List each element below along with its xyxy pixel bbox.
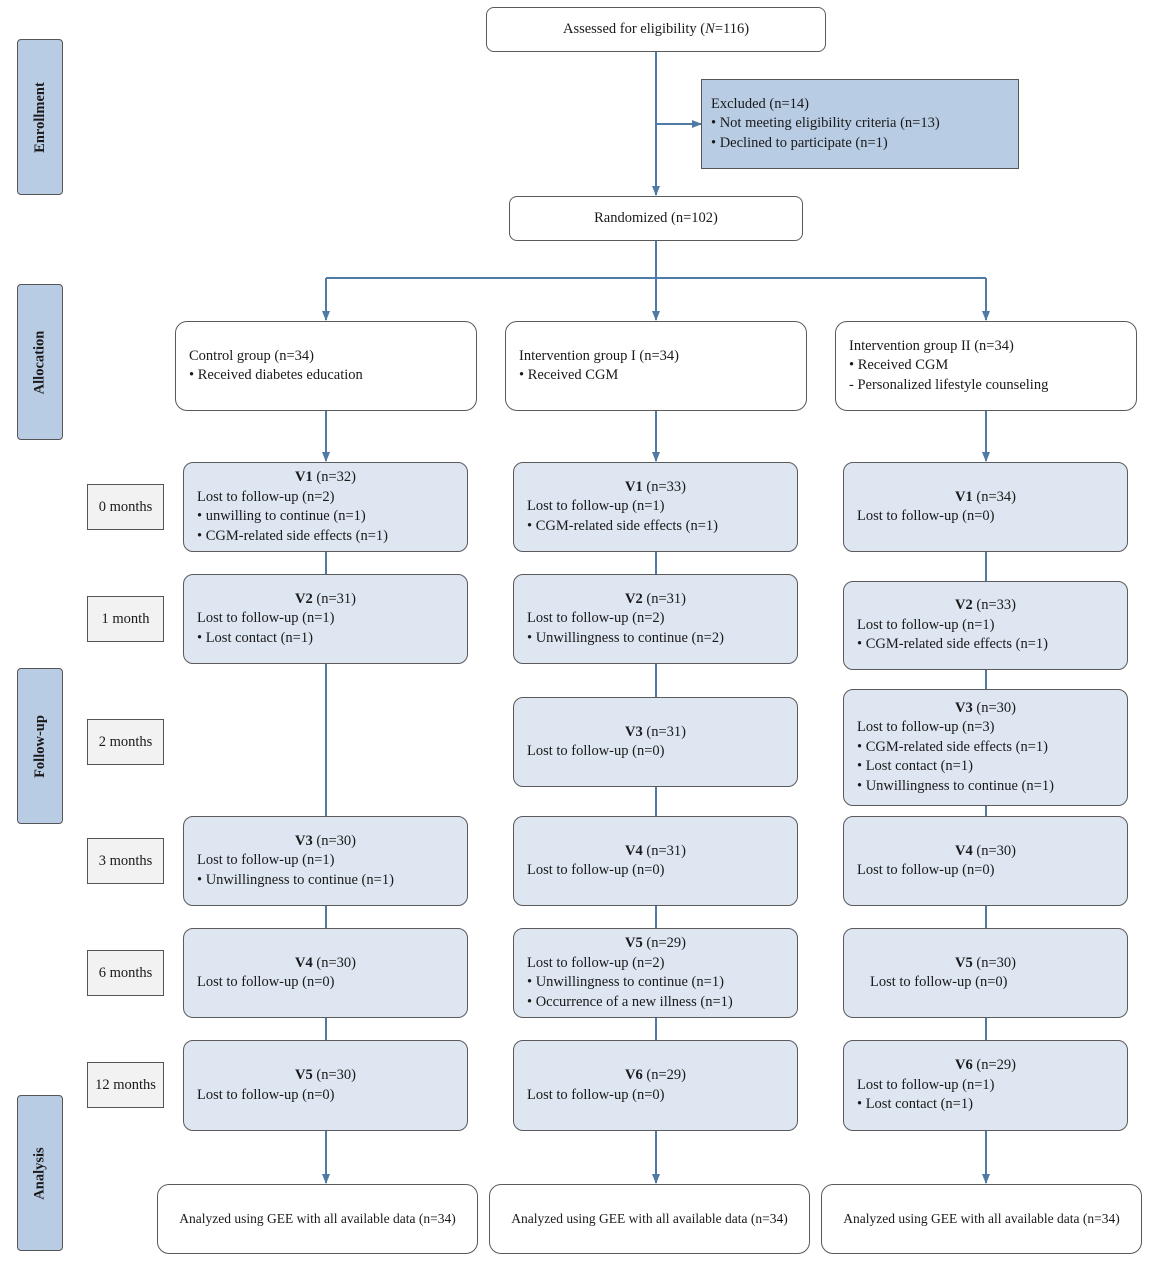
analysis-intervention2-box: Analyzed using GEE with all available da… xyxy=(821,1184,1142,1254)
visit-box-control-v3: V3 (n=30) Lost to follow-up (n=1) • Unwi… xyxy=(183,816,468,906)
visit-box-int1-v4: V4 (n=31) Lost to follow-up (n=0) xyxy=(513,816,798,906)
visit-box-int2-v2: V2 (n=33) Lost to follow-up (n=1) • CGM-… xyxy=(843,581,1128,670)
timepoint-label: 12 months xyxy=(87,1062,164,1108)
randomized-box: Randomized (n=102) xyxy=(509,196,803,241)
stage-enrollment: Enrollment xyxy=(17,39,63,195)
visit-box-control-v4: V4 (n=30) Lost to follow-up (n=0) xyxy=(183,928,468,1018)
visit-box-int1-v1: V1 (n=33) Lost to follow-up (n=1) • CGM-… xyxy=(513,462,798,552)
visit-box-int2-v4: V4 (n=30) Lost to follow-up (n=0) xyxy=(843,816,1128,906)
visit-box-int2-v6: V6 (n=29) Lost to follow-up (n=1) • Lost… xyxy=(843,1040,1128,1131)
analysis-control-box: Analyzed using GEE with all available da… xyxy=(157,1184,478,1254)
analysis-intervention1-box: Analyzed using GEE with all available da… xyxy=(489,1184,810,1254)
allocation-intervention1-box: Intervention group I (n=34) • Received C… xyxy=(505,321,807,411)
timepoint-label: 1 month xyxy=(87,596,164,642)
allocation-intervention2-box: Intervention group II (n=34) • Received … xyxy=(835,321,1137,411)
visit-box-int2-v3: V3 (n=30) Lost to follow-up (n=3) • CGM-… xyxy=(843,689,1128,806)
stage-follow-up: Follow-up xyxy=(17,668,63,824)
visit-box-int1-v5: V5 (n=29) Lost to follow-up (n=2) • Unwi… xyxy=(513,928,798,1018)
visit-box-control-v5: V5 (n=30) Lost to follow-up (n=0) xyxy=(183,1040,468,1131)
stage-allocation: Allocation xyxy=(17,284,63,440)
visit-box-control-v1: V1 (n=32) Lost to follow-up (n=2) • unwi… xyxy=(183,462,468,552)
timepoint-label: 2 months xyxy=(87,719,164,765)
assessed-box: Assessed for eligibility (N=116) xyxy=(486,7,826,52)
visit-box-control-v2: V2 (n=31) Lost to follow-up (n=1) • Lost… xyxy=(183,574,468,664)
excluded-box: Excluded (n=14) • Not meeting eligibilit… xyxy=(701,79,1019,169)
visit-box-int2-v1: V1 (n=34) Lost to follow-up (n=0) xyxy=(843,462,1128,552)
visit-box-int2-v5: V5 (n=30) Lost to follow-up (n=0) xyxy=(843,928,1128,1018)
timepoint-label: 3 months xyxy=(87,838,164,884)
timepoint-label: 0 months xyxy=(87,484,164,530)
allocation-control-box: Control group (n=34) • Received diabetes… xyxy=(175,321,477,411)
timepoint-label: 6 months xyxy=(87,950,164,996)
stage-analysis: Analysis xyxy=(17,1095,63,1251)
visit-box-int1-v3: V3 (n=31) Lost to follow-up (n=0) xyxy=(513,697,798,787)
visit-box-int1-v2: V2 (n=31) Lost to follow-up (n=2) • Unwi… xyxy=(513,574,798,664)
visit-box-int1-v6: V6 (n=29) Lost to follow-up (n=0) xyxy=(513,1040,798,1131)
